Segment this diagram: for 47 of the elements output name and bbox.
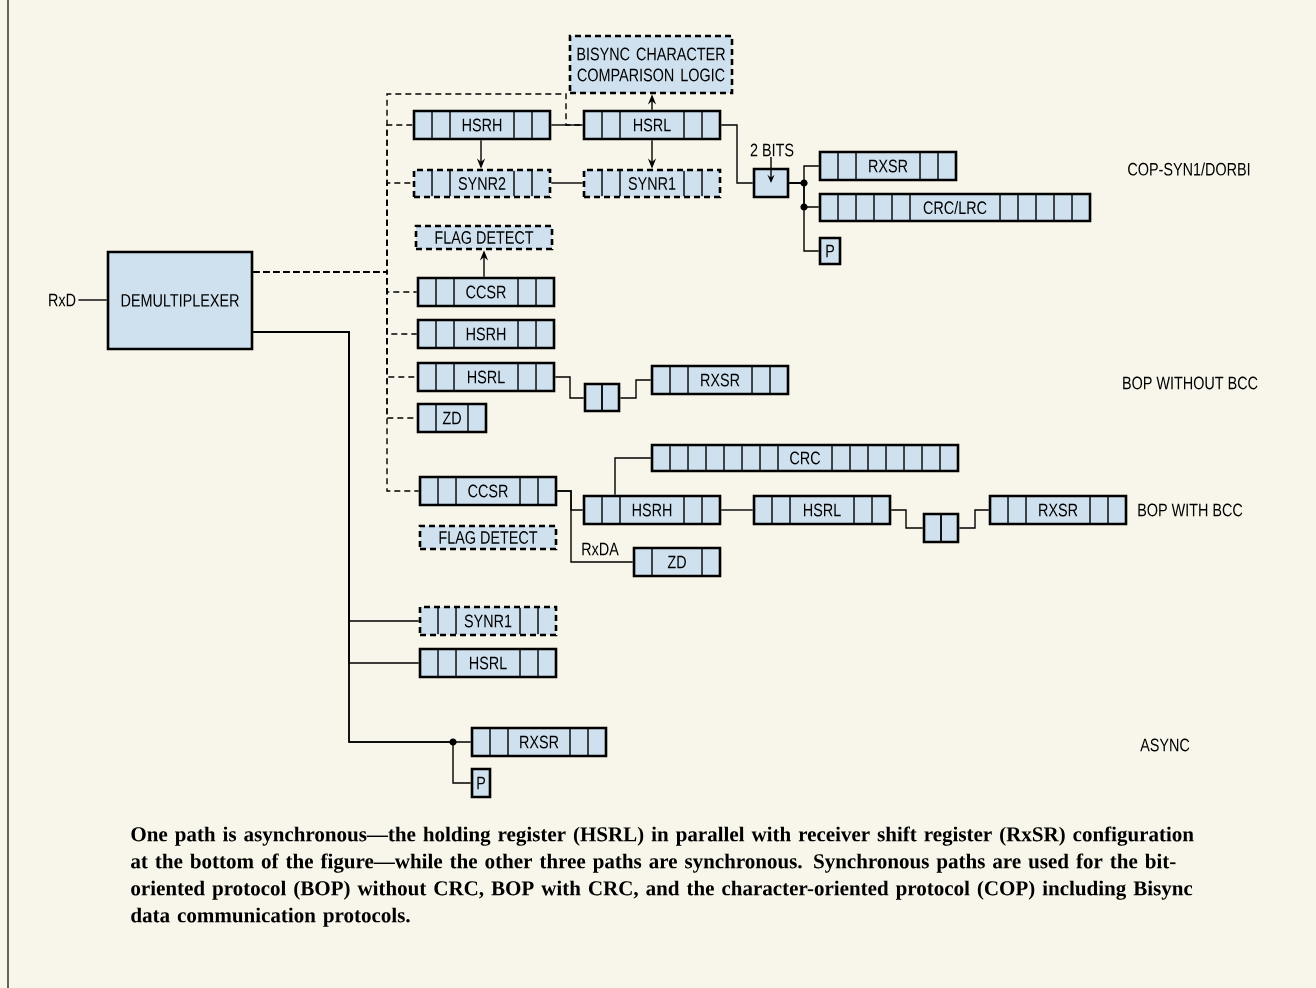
register-box: RXSR [818,150,958,182]
register-box: HSRL [418,647,558,679]
register-box: HSRL [416,361,556,393]
register-box: ZD [632,546,722,578]
path-label: ASYNC [1140,738,1190,752]
register-box: RXSR [988,494,1128,526]
register-box: ZD [416,402,488,434]
connector-line [788,182,820,252]
path-label: BOP WITHOUT BCC [1123,376,1258,390]
path-label: COP-SYN1/DORBI [1128,162,1250,176]
connector-line [614,457,652,496]
connector-line [252,271,420,492]
demultiplexer-box: DEMULTIPLEXER [106,250,254,351]
caption: One path is asynchronous—the holding register (HSRL) in parallel with receiver shift register (RxSR) configuration at the bottom of the figure—while the other three paths are synchronous. Synchronous paths are used for the bit-oriented protocol (BOP) without CRC, BOP with CRC, and the character-oriented protocol (COP) including Bisync data communication protocols. [131,826,1194,927]
register-box: P [470,767,492,799]
connector-line [550,182,584,184]
register-box: P [818,236,842,266]
signal-label: RxD [49,293,76,307]
register-box: HSRL [752,494,892,526]
register-box: HSRH [412,109,552,141]
register-box: CRC [650,443,960,473]
register-box: HSRH [416,318,556,350]
logic-box: BISYNC CHARACTER COMPARISON LOGIC [568,34,734,95]
register-box [583,382,621,413]
register-box: SYNR2 [412,168,552,199]
connector-line [890,509,924,529]
connector-line [619,379,652,399]
logic-box: FLAG DETECT [418,524,558,551]
connector-line [77,299,108,301]
bit-count-label: 2 BITS [750,143,794,157]
register-box: CCSR [416,276,556,308]
connector-line [720,509,754,511]
register-box: HSRH [582,494,722,526]
connector-line [556,490,634,563]
register-box: SYNR1 [582,168,722,199]
connector-line [554,376,585,399]
register-box [922,512,960,544]
register-box: RXSR [650,364,790,396]
register-box: RXSR [470,726,608,758]
logic-box: FLAG DETECT [414,224,554,251]
register-box: CCSR [418,475,558,507]
register-box: HSRL [582,109,722,141]
connector-line [720,124,754,184]
connector-line [550,124,584,126]
connector-line [958,509,990,529]
register-box: SYNR1 [418,605,558,637]
register-box: CRC/LRC [818,192,1092,223]
